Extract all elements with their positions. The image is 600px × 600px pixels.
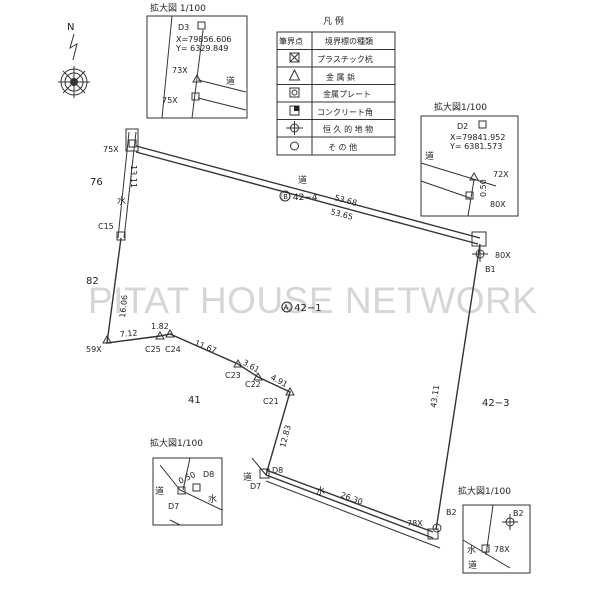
inset-point: D2 [457,122,468,131]
distance-label: 12.83 [278,424,293,448]
point-label: 80X [490,200,506,209]
plastic-stake-icon [197,21,206,30]
point-label: 75X [162,96,178,105]
permanent-landmark-icon [502,514,518,530]
point-label: 78X [407,519,423,528]
inset-b2: 拡大図1/100 B2 78X 水 道 [458,485,531,574]
point-label: C21 [263,397,279,406]
distance-label: 16.06 [118,294,129,318]
water-label: 水 [467,544,476,556]
road-label: 道 [226,75,235,87]
north-label: N [67,22,74,33]
point-label: 59X [86,345,102,354]
watermark: PITAT HOUSE NETWORK [88,280,537,321]
point-label: B2 [446,508,457,517]
neighbor-parcel: 42−3 [482,398,509,409]
point-label: C25 [145,345,161,354]
distance-label: 43.11 [429,384,441,408]
road-label: 道 [468,559,477,571]
water-label: 水 [208,493,217,505]
legend-label: 恒 久 的 地 物 [323,124,373,134]
water-label: 水 [316,485,325,497]
other-icon [290,141,299,151]
permanent-landmark-icon [286,121,303,135]
parcel-label-main: Ⓐ 42−1 [281,302,322,314]
inset-title: 拡大図1/100 [434,101,487,113]
concrete-corner-icon [478,120,487,129]
concrete-corner-icon [289,105,300,116]
point-label: D8 [272,466,283,475]
distance-label: 1.82 [151,322,169,331]
neighbor-parcel: 82 [86,276,99,287]
distance-label: 13.11 [129,165,138,188]
neighbor-parcel: 41 [188,395,201,406]
point-label: D7 [250,482,261,491]
inset-d3: 拡大図 1/100 D3 X=79856.606 Y= 6329.849 73X… [146,2,248,119]
point-label: 78X [494,545,510,554]
inset-point: D3 [178,23,189,32]
inset-y-coord: Y= 6329.849 [175,44,228,53]
road-label: 道 [155,485,164,497]
inset-title: 拡大図 1/100 [150,2,206,14]
legend-label: コンクリート角 [317,107,373,117]
inset-y-coord: Y= 6381.573 [449,142,502,151]
metal-marker-icon [288,68,301,81]
point-label: C23 [225,371,241,380]
point-label: C15 [98,222,114,231]
point-label: 75X [103,145,119,154]
parcel-label-road: Ⓑ 42−4 [281,192,318,203]
inset-title: 拡大図1/100 [150,437,203,449]
inset-title: 拡大図1/100 [458,485,511,497]
inset-d7-d8: 拡大図1/100 道 D8 D7 水 0.50 [150,437,223,526]
neighbor-parcel: 76 [90,177,103,188]
metal-plate-icon [116,231,126,241]
point-label: C22 [245,380,261,389]
inset-d2: 拡大図1/100 D2 X=79841.952 Y= 6381.573 道 72… [420,101,519,217]
inset-x-coord: X=79856.606 [176,35,231,44]
north-arrow-icon: N [58,22,90,98]
legend-header-point: 筆界点 [279,36,303,46]
distance-label: 11.67 [193,339,218,356]
distance-label: 7.12 [119,328,138,339]
point-label: 73X [172,66,188,75]
point-label: 72X [493,170,509,179]
inset-x-coord: X=79841.952 [450,133,505,142]
parcel-boundary [102,128,488,549]
point-label: D7 [168,502,179,511]
road-label: 道 [425,150,434,162]
legend-header-type: 境界標の種類 [325,36,373,46]
legend-label: そ の 他 [328,142,357,152]
point-label: D8 [203,470,214,479]
distance-label: 0.50 [177,470,197,486]
plastic-stake-icon [289,52,300,63]
point-label: B2 [513,509,524,518]
point-label: B1 [485,265,496,274]
road-label: 道 [298,174,307,186]
legend-label: 金 属 鋲 [326,72,355,82]
water-label: 水 [117,195,126,207]
metal-plate-icon [289,87,300,98]
legend-label: プラスチック杭 [317,54,373,64]
legend: 凡 例 筆界点 境界標の種類 プラスチック杭 金 属 鋲 金属プレート コンクリ… [276,15,396,156]
legend-title: 凡 例 [323,15,344,27]
road-label: 道 [243,471,252,483]
legend-label: 金属プレート [323,89,371,99]
point-label: C24 [165,345,181,354]
point-label: 80X [495,251,511,260]
distance-label: 0.50 [479,179,488,197]
